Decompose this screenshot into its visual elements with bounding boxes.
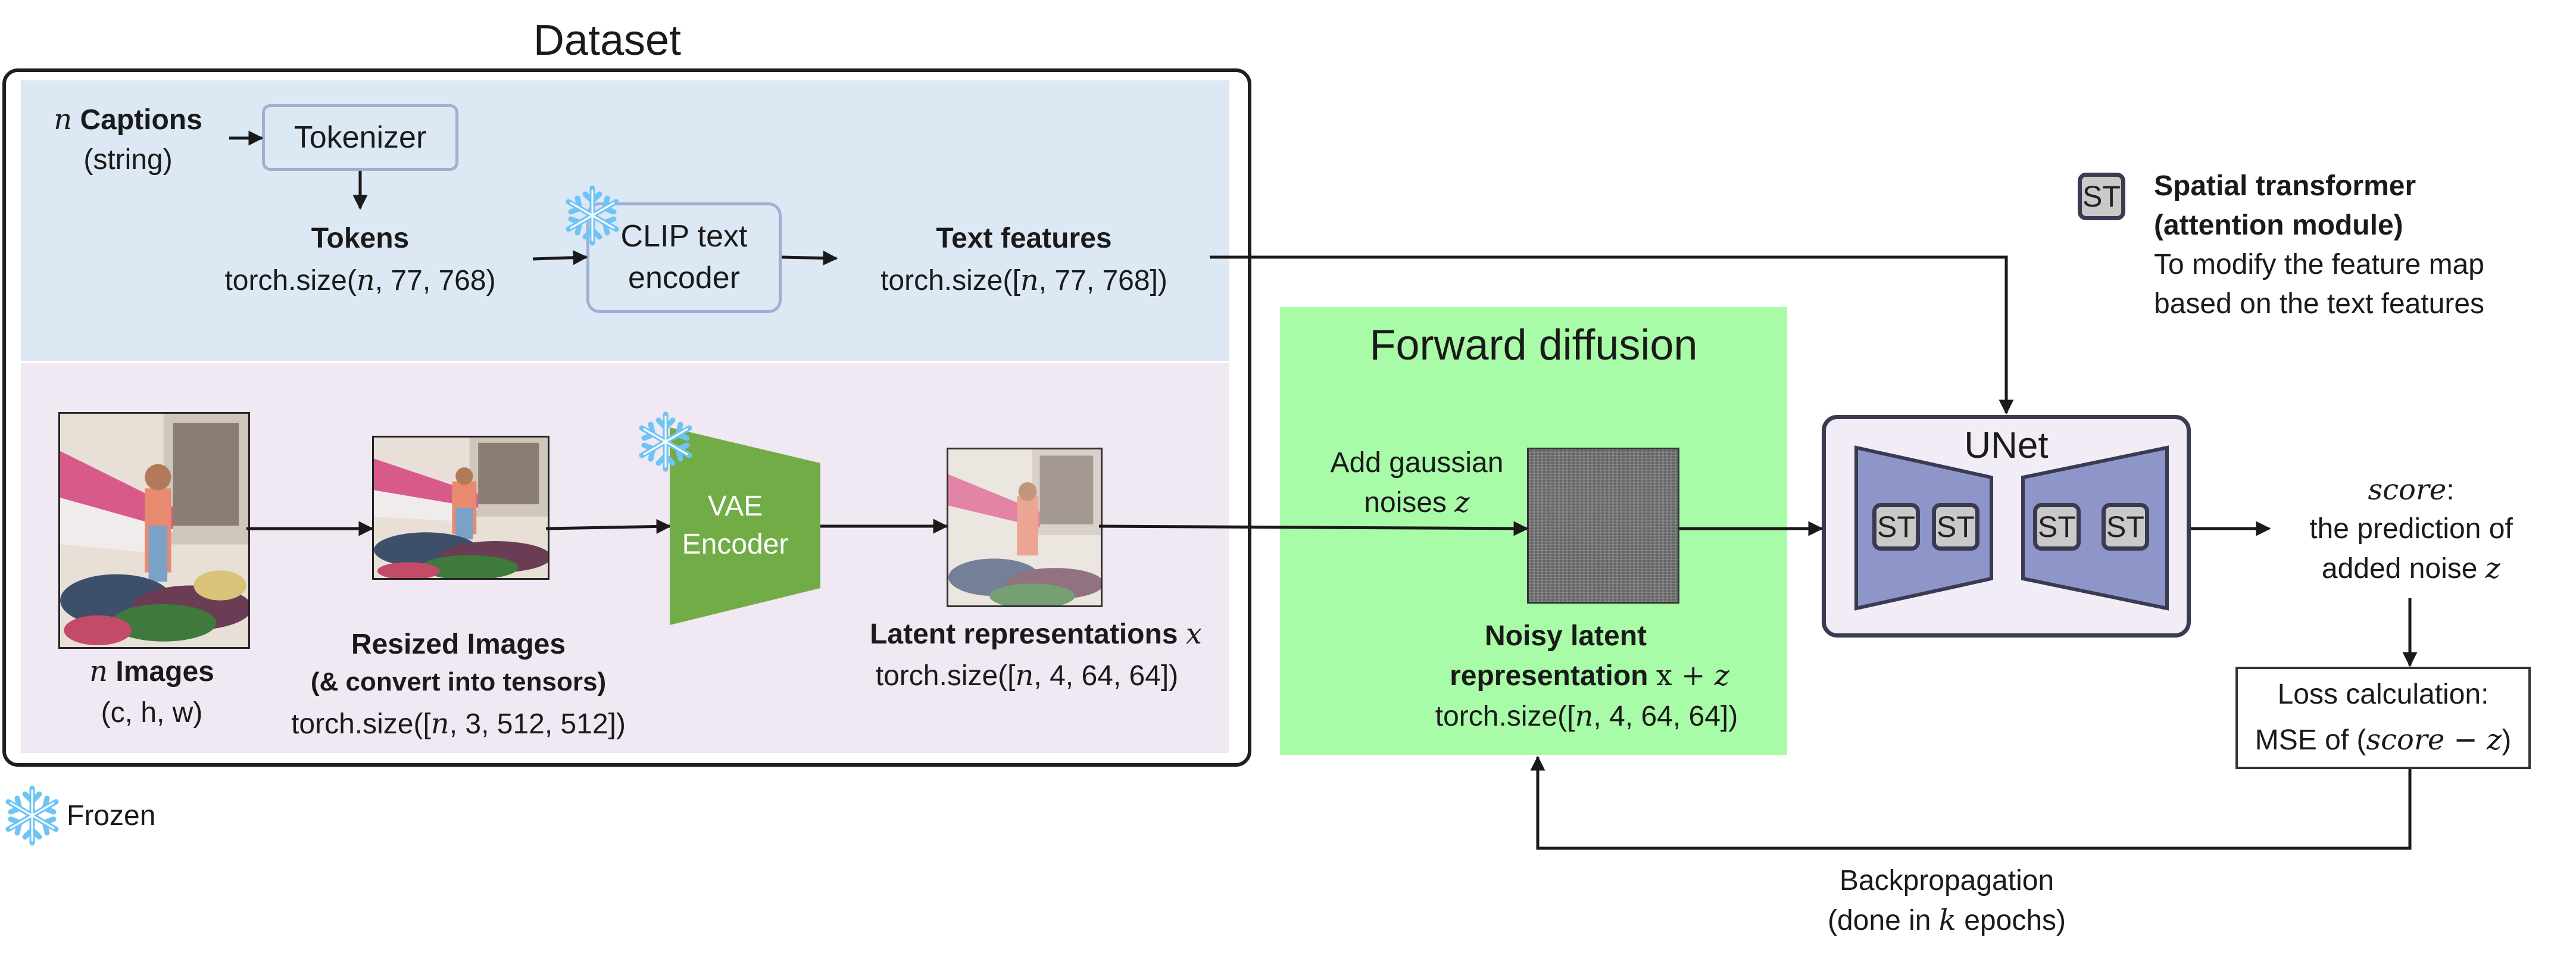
score-label-1: score: [2368, 473, 2455, 507]
arrow-tokens-clip [532, 250, 588, 265]
arrow-resized-vae [545, 518, 672, 534]
captions-label: n Captions [54, 103, 202, 136]
forward-diffusion-title: Forward diffusion [1369, 321, 1698, 369]
dataset-frame [2, 68, 1251, 767]
dataset-title: Dataset [533, 17, 682, 64]
arrow-latent-noisy [1098, 521, 1529, 536]
vae-label-2: Encoder [682, 529, 789, 560]
score-label-3: added noise z [2321, 552, 2501, 585]
latent-image [947, 448, 1103, 607]
captions-sub: (string) [83, 144, 173, 176]
legend-st-icon: ST [2078, 173, 2125, 220]
backprop-label-1: Backpropagation [1839, 865, 2054, 896]
text-features-label: Text features [936, 223, 1112, 254]
clip-label-1: CLIP text [620, 219, 748, 254]
loss-label-2: MSE of (score − z) [2255, 723, 2512, 757]
clip-label-2: encoder [628, 261, 740, 295]
legend-st-title-1: Spatial transformer [2154, 170, 2416, 202]
st-module: ST [1932, 503, 1979, 551]
unet-decoder-shape [2021, 445, 2169, 611]
input-image [58, 412, 250, 649]
noisy-size: torch.size([n, 4, 64, 64]) [1435, 699, 1738, 733]
loss-box [2235, 667, 2531, 769]
noisy-latent-image [1527, 448, 1679, 604]
latent-label: Latent representations x [870, 617, 1202, 651]
tokens-label: Tokens [311, 223, 410, 254]
clip-box [586, 202, 782, 313]
snowflake-icon-legend [8, 788, 56, 843]
legend-st-desc-1: To modify the feature map [2154, 249, 2484, 280]
resized-label-2: (& convert into tensors) [310, 667, 607, 696]
resized-label-1: Resized Images [351, 629, 566, 660]
vae-label-1: VAE [707, 491, 763, 522]
st-module: ST [2033, 503, 2081, 551]
arrow-textfeatures-unet [1210, 255, 2014, 415]
add-noise-label-2: noises z [1364, 486, 1470, 519]
score-label-2: the prediction of [2309, 513, 2513, 545]
arrow-backpropagation [1530, 755, 2412, 850]
noisy-label-2: representation x + z [1450, 659, 1729, 692]
arrow-clip-textfeatures [781, 251, 838, 266]
legend-frozen-label: Frozen [67, 800, 156, 832]
unet-title: UNet [1964, 425, 2049, 466]
images-label: n Images [89, 655, 214, 688]
resized-image [372, 436, 549, 580]
backprop-label-2: (done in k epochs) [1828, 904, 2066, 937]
unet-encoder-shape [1854, 445, 1993, 611]
st-module: ST [1872, 503, 1920, 551]
text-features-size: torch.size([n, 77, 768]) [880, 264, 1167, 297]
tokenizer-box [262, 104, 458, 171]
st-module: ST [2102, 503, 2149, 551]
resized-size: torch.size([n, 3, 512, 512]) [291, 707, 626, 741]
loss-label-1: Loss calculation: [2277, 679, 2489, 710]
legend-st-desc-2: based on the text features [2154, 288, 2485, 320]
noisy-label-1: Noisy latent [1484, 620, 1647, 652]
tokens-size: torch.size(n, 77, 768) [224, 264, 496, 297]
images-sub: (c, h, w) [101, 697, 203, 729]
latent-size: torch.size([n, 4, 64, 64]) [875, 659, 1179, 692]
add-noise-label-1: Add gaussian [1330, 447, 1504, 479]
legend-st-title-2: (attention module) [2154, 210, 2403, 241]
tokenizer-label: Tokenizer [293, 120, 427, 155]
vae-encoder-shape [670, 427, 820, 625]
